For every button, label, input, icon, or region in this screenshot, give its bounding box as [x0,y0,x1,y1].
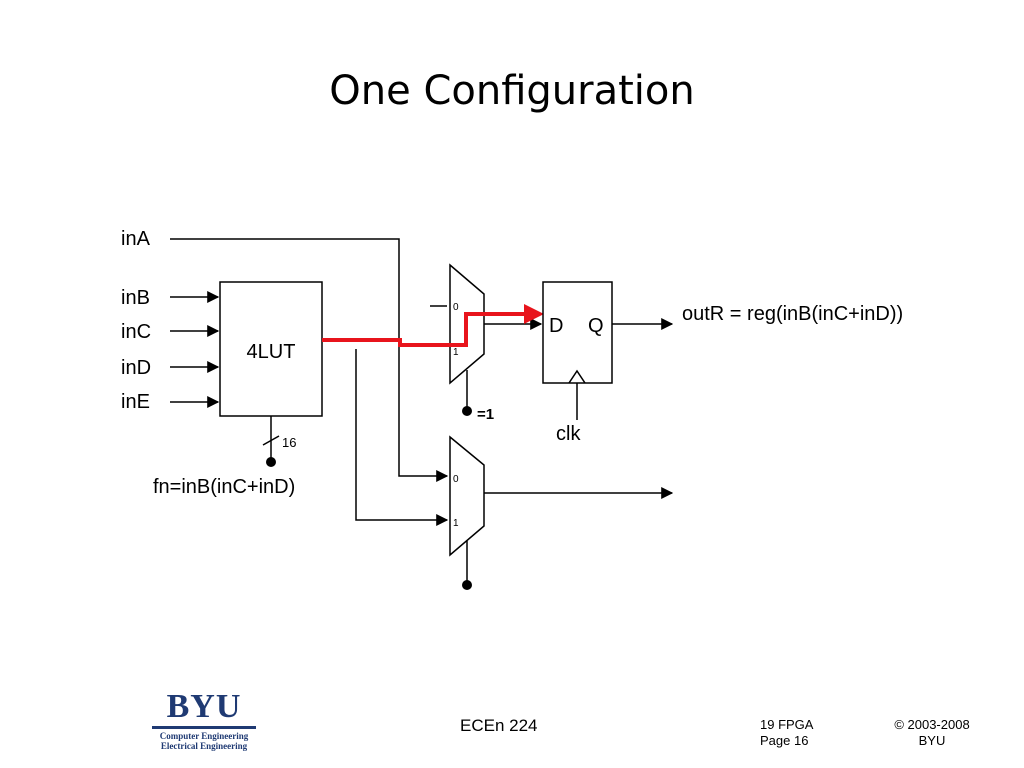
copyright-line-2: BYU [918,733,946,748]
page-info-line-1: 19 FPGA [760,717,814,732]
logo-word: BYU [166,688,242,725]
byu-logo: BYU Computer Engineering Electrical Engi… [152,690,256,752]
output-label: outR = reg(inB(inC+inD)) [682,303,903,325]
page-info-line-2: Page 16 [760,733,809,748]
lut-box [219,281,323,417]
flipflop-box [542,281,613,384]
input-label-inc: inC [121,321,151,343]
lut-label: 4LUT [247,341,296,363]
flipflop-clock-triangle [568,369,586,384]
mux-bottom-in0: 0 [453,474,459,485]
mux-top-select-value: =1 [477,406,494,423]
wire-ina [170,238,449,482]
wire-lut-to-bottom-mux [355,349,449,526]
config-dot [266,457,276,467]
mux-bottom-select-dot [462,580,472,590]
logo-line-2: Electrical Engineering [160,741,248,751]
logo-rule [152,726,256,729]
input-label-ine: inE [121,391,150,413]
mux-bottom-in1: 1 [453,518,459,529]
input-label-inb: inB [121,287,150,309]
flipflop-q-label: Q [588,315,604,337]
mux-top-select-dot [462,406,472,416]
mux-top-in1: 1 [453,347,459,358]
copyright-line-1: © 2003-2008 [894,717,970,732]
highlight-path [322,304,544,347]
logo-line-1: Computer Engineering [159,731,249,741]
bus-width-label: 16 [282,435,296,450]
clock-label: clk [556,423,581,445]
mux-top-in0: 0 [453,302,459,313]
copyright: © 2003-2008 BYU [882,717,982,749]
input-label-ind: inD [121,357,151,379]
mux-bottom [449,435,485,557]
bus-slash [262,435,280,446]
course-name: ECEn 224 [460,716,538,735]
input-label-ina: inA [121,228,151,250]
function-label: fn=inB(inC+inD) [153,476,295,498]
slide-title: One Configuration [329,68,695,114]
flipflop-d-label: D [549,315,563,337]
page-info: 19 FPGA Page 16 [760,717,813,749]
